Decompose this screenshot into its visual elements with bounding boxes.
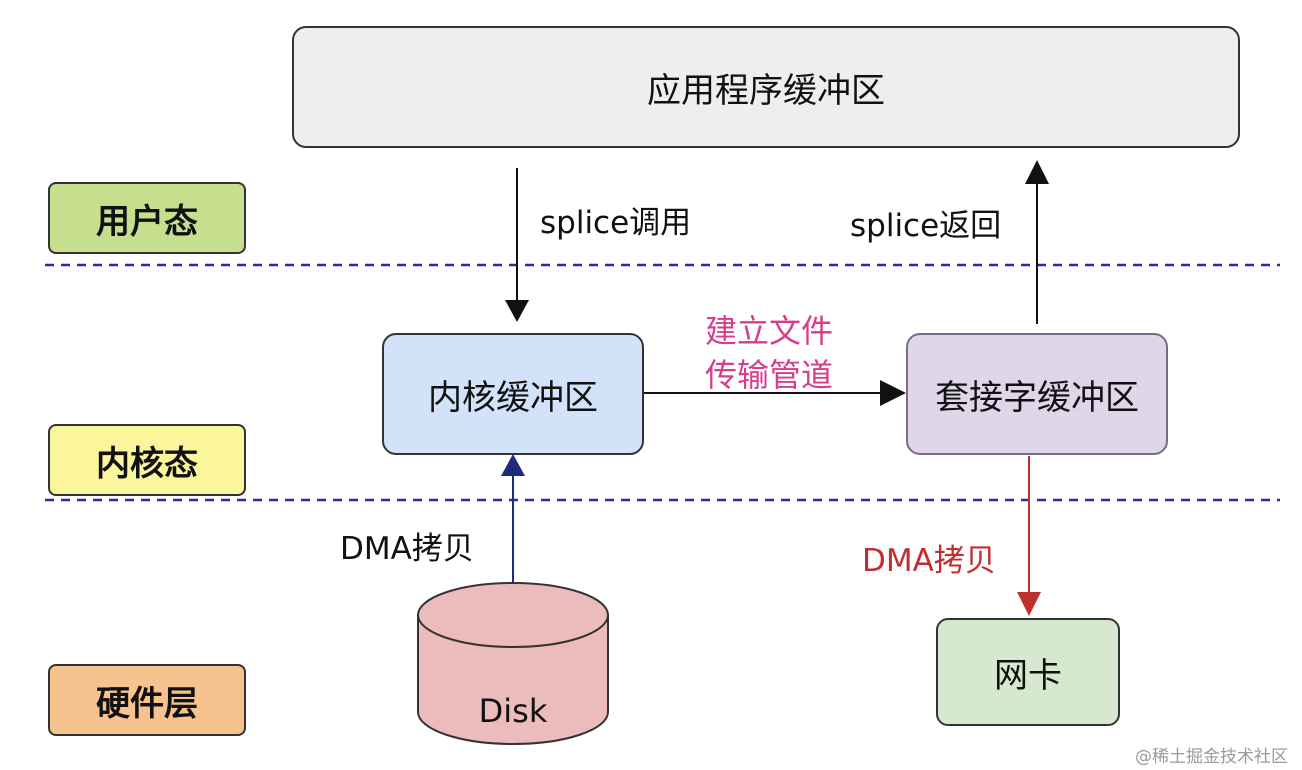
user-layer-label: 用户态 xyxy=(48,182,246,254)
splice-return-label: splice返回 xyxy=(850,208,1002,244)
socket-buffer-node: 套接字缓冲区 xyxy=(906,333,1168,455)
disk-cylinder xyxy=(417,582,609,745)
kernel-layer-label: 内核态 xyxy=(48,424,246,496)
pipe-label-line1: 建立文件 xyxy=(705,312,834,350)
disk-label: Disk xyxy=(478,692,548,730)
nic-node: 网卡 xyxy=(936,618,1120,726)
dma-in-label: DMA拷贝 xyxy=(340,531,474,567)
kernel-buffer-node: 内核缓冲区 xyxy=(382,333,644,455)
watermark: @稀土掘金技术社区 xyxy=(1135,747,1288,767)
hardware-layer-label: 硬件层 xyxy=(48,664,246,736)
pipe-label-line2: 传输管道 xyxy=(705,356,834,394)
app-buffer-node: 应用程序缓冲区 xyxy=(292,26,1240,148)
dma-out-label: DMA拷贝 xyxy=(862,543,996,579)
splice-call-label: splice调用 xyxy=(540,205,692,241)
